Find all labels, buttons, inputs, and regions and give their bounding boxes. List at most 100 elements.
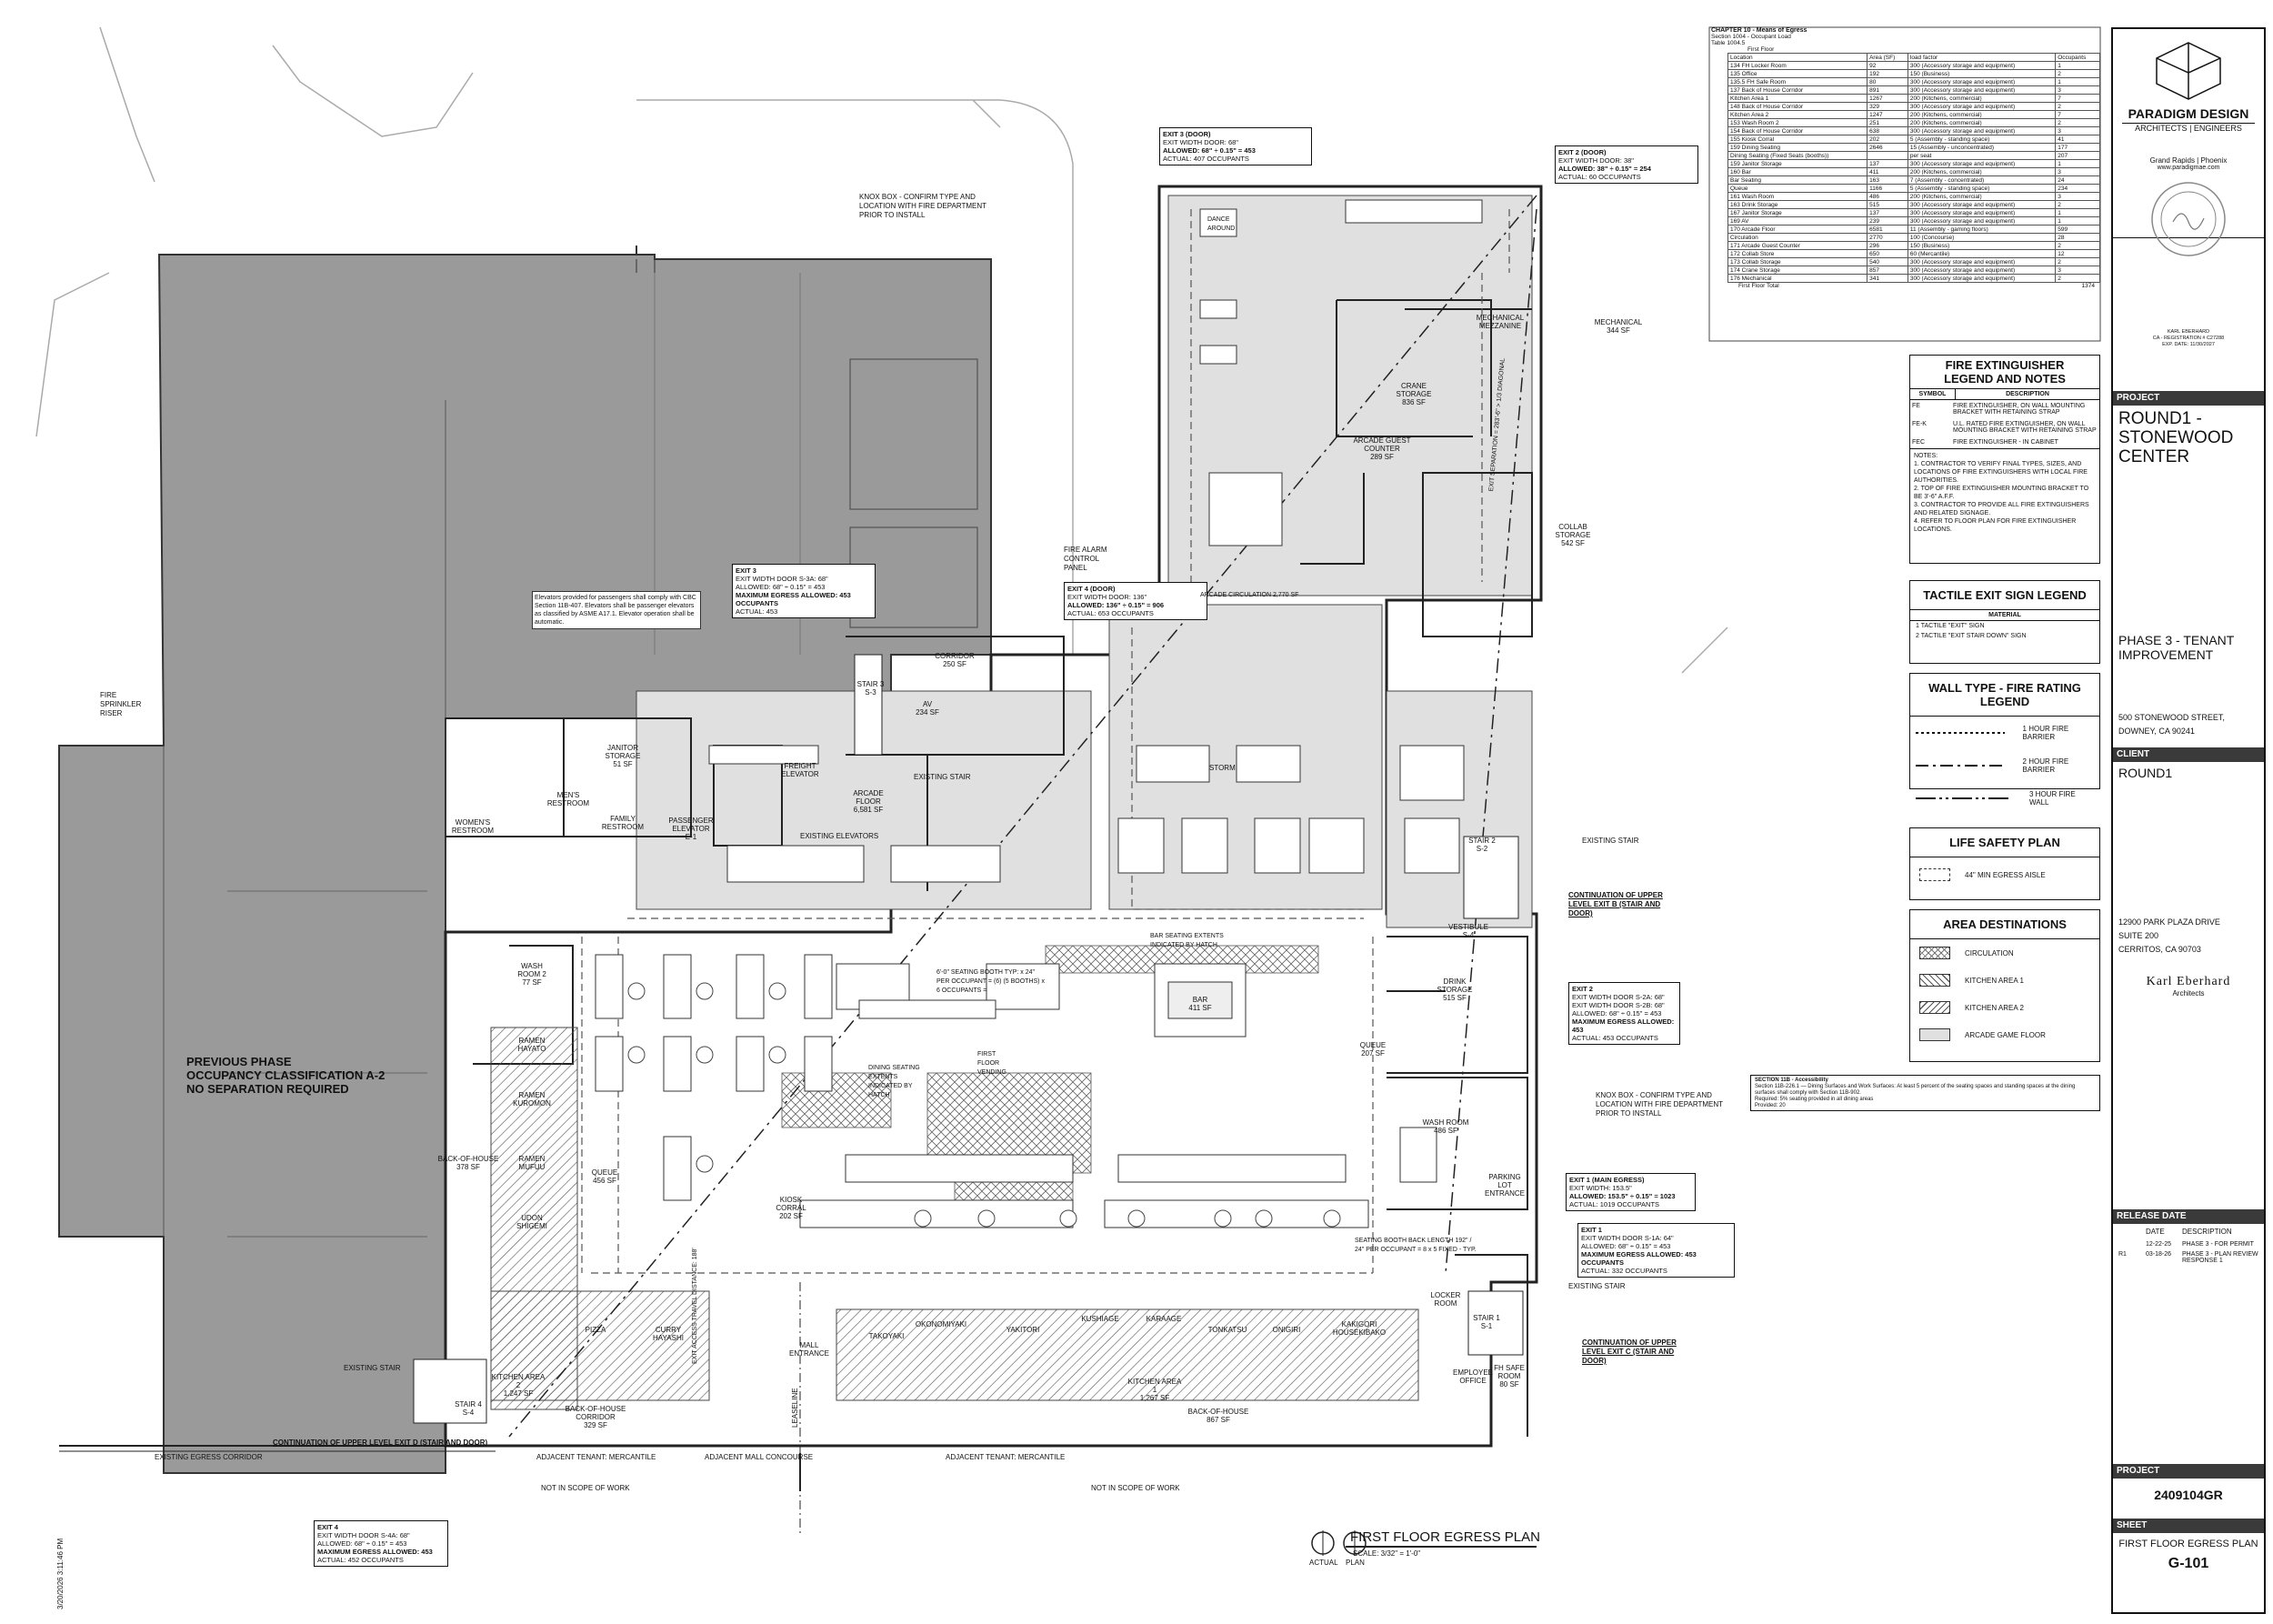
code-table-cell: 2770: [1867, 233, 1908, 242]
code-table-cell: 2: [2055, 200, 2100, 209]
code-table-cell: 300 (Accessory storage and equipment): [1907, 208, 2057, 217]
code-table-cell: 15 (Assembly - unconcentrated): [1907, 143, 2057, 152]
release-date: 12-22-25: [2146, 1241, 2172, 1248]
existing-stair-callout: EXISTING STAIR: [344, 1364, 401, 1372]
continuation-exit-b: CONTINUATION OF UPPER LEVEL EXIT B (STAI…: [1568, 891, 1663, 917]
code-table-cell: 148 Back of House Corridor: [1727, 102, 1868, 111]
code-table-cell: 200 (Kitchens, commercial): [1907, 192, 2057, 201]
code-table-cell: 161 Wash Room: [1727, 192, 1868, 201]
fire-extinguisher-legend: FIRE EXTINGUISHER LEGEND AND NOTES SYMBO…: [1909, 355, 2100, 564]
code-table-sub: Table 1004.5: [1711, 40, 1746, 46]
dining-seating-callout: DINING SEATING EXTENTS INDICATED BY HATC…: [868, 1065, 920, 1098]
wall-legend-item: 3 HOUR FIRE WALL: [2029, 790, 2076, 807]
station-label: KARAAGE: [1146, 1315, 1182, 1323]
occupant-load-table: CHAPTER 10 - Means of Egress Section 100…: [1711, 27, 2100, 289]
previous-phase-line3: NO SEPARATION REQUIRED: [186, 1082, 349, 1096]
storm-label: STORM: [1209, 764, 1236, 772]
room-label: MALL ENTRANCE: [788, 1341, 829, 1358]
code-table-cell: Bar Seating: [1727, 175, 1868, 185]
client-address: CERRITOS, CA 90703: [2118, 945, 2201, 954]
wall-legend-title: WALL TYPE - FIRE RATING LEGEND: [1910, 674, 2099, 717]
existing-stair-callout: EXISTING STAIR: [1582, 837, 1639, 845]
egress-aisle-swatch: [1919, 868, 1950, 881]
kitchen1-swatch: [1919, 974, 1950, 987]
code-table-cell: 2646: [1867, 143, 1908, 152]
code-table-cell: 857: [1867, 266, 1908, 275]
north-arrows: [1311, 1530, 1367, 1556]
north-label-plan: PLAN: [1346, 1559, 1365, 1567]
code-table-cell: 177: [2055, 143, 2100, 152]
code-table-cell: 1267: [1867, 94, 1908, 103]
code-table-cell: 5 (Assembly - standing space): [1907, 184, 2057, 193]
code-table-cell: 192: [1867, 69, 1908, 78]
kitchen-area-2: [490, 1027, 710, 1410]
leaseline-label: LEASELINE: [791, 1388, 799, 1428]
code-table-cell: 300 (Accessory storage and equipment): [1907, 257, 2057, 266]
code-table-cell: 167 Janitor Storage: [1727, 208, 1868, 217]
code-table-cell: 150 (Business): [1907, 69, 2057, 78]
project-address: DOWNEY, CA 90241: [2118, 727, 2195, 736]
area-destinations-legend: AREA DESTINATIONS CIRCULATION KITCHEN AR…: [1909, 909, 2100, 1062]
adjacent-tenant-label: ADJACENT TENANT: MERCANTILE: [536, 1453, 656, 1461]
tactile-exit-legend: TACTILE EXIT SIGN LEGEND MATERIAL 1 TACT…: [1909, 580, 2100, 664]
life-safety-title: LIFE SAFETY PLAN: [1910, 828, 2099, 857]
accessibility-note: SECTION 11B - Accessibility Section 11B-…: [1750, 1075, 2100, 1111]
booth-back-callout: SEATING BOOTH BACK LENGTH 192" / 24" PER…: [1355, 1238, 1477, 1253]
code-table-cell: 486: [1867, 192, 1908, 201]
fire-note: 2. TOP OF FIRE EXTINGUISHER MOUNTING BRA…: [1914, 486, 2089, 500]
code-table-cell: 300 (Accessory storage and equipment): [1907, 126, 2057, 135]
code-table-cell: 1247: [1867, 110, 1908, 119]
code-table-cell: 170 Arcade Floor: [1727, 225, 1868, 234]
code-table-cell: 200 (Kitchens, commercial): [1907, 94, 2057, 103]
room-label: LOCKER ROOM: [1430, 1291, 1461, 1308]
code-table-cell: 2: [2055, 102, 2100, 111]
travel-distance-lines: [508, 195, 1537, 1438]
code-table-cell: 163: [1867, 175, 1908, 185]
code-table-cell: 154 Back of House Corridor: [1727, 126, 1868, 135]
firm-web: www.paradigmae.com: [2157, 165, 2220, 171]
project-no-bar: PROJECT: [2113, 1464, 2264, 1479]
code-table-cell: 296: [1867, 241, 1908, 250]
sprinkler-callout: FIRE SPRINKLER RISER: [100, 691, 142, 717]
code-table-cell: 3: [2055, 85, 2100, 95]
dance-label: DANCE AROUND: [1207, 216, 1236, 232]
code-table-cell: 251: [1867, 118, 1908, 127]
code-table-cell: 3: [2055, 167, 2100, 176]
tactile-legend-col: MATERIAL: [1910, 610, 2099, 621]
station-label: CURRY HAYASHI: [653, 1326, 684, 1342]
code-table-cell: 1: [2055, 77, 2100, 86]
not-in-scope-label: NOT IN SCOPE OF WORK: [541, 1484, 630, 1492]
kitchen-area-1: [836, 1308, 1419, 1401]
code-table-cell: 2: [2055, 69, 2100, 78]
fire-legend-col: SYMBOL: [1910, 389, 1956, 399]
code-table-cell: 160 Bar: [1727, 167, 1868, 176]
code-table-cell: 239: [1867, 216, 1908, 226]
code-table-cell: 11 (Assembly - gaming floors): [1907, 225, 2057, 234]
code-table-cell: 7: [2055, 110, 2100, 119]
arcade-machines: [708, 199, 1483, 883]
existing-corridor-label: EXISTING EGRESS CORRIDOR: [155, 1453, 263, 1461]
code-table-cell: 7: [2055, 94, 2100, 103]
site-outlines: [35, 26, 1728, 846]
code-table-cell: 1: [2055, 208, 2100, 217]
fe-symbol: FE: [1912, 403, 1920, 409]
room-label: MECHANICAL MEZZANINE: [1476, 314, 1525, 330]
station-label: RAMEN MUFUU: [518, 1155, 546, 1171]
